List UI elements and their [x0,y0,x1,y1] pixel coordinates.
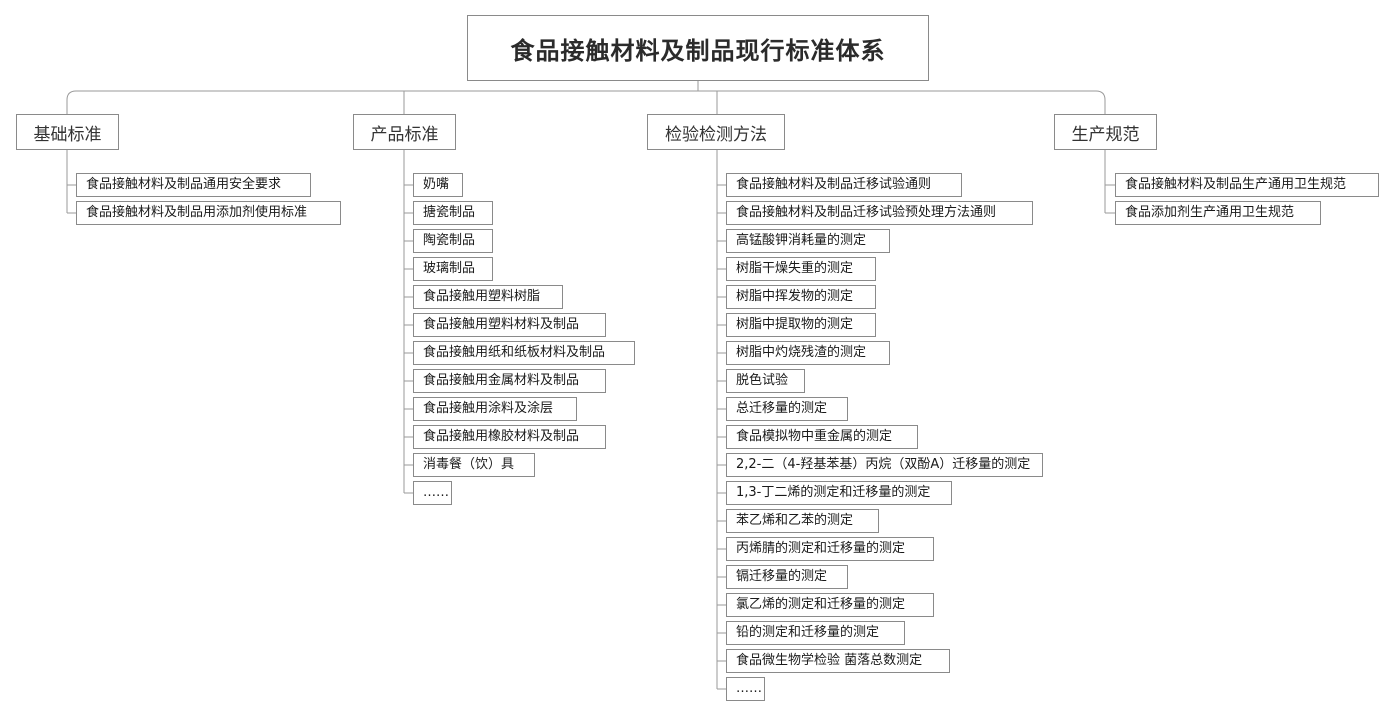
standard-item: 氯乙烯的测定和迁移量的测定 [726,593,934,617]
standard-item: 苯乙烯和乙苯的测定 [726,509,879,533]
standard-item: 食品模拟物中重金属的测定 [726,425,918,449]
category-production-specs: 生产规范 [1054,114,1157,150]
connector-line [66,90,1106,114]
standard-item: 树脂中提取物的测定 [726,313,876,337]
standard-item: 食品接触用橡胶材料及制品 [413,425,606,449]
standard-item: 消毒餐（饮）具 [413,453,535,477]
standard-item: 食品接触材料及制品用添加剂使用标准 [76,201,341,225]
standard-item: 食品接触材料及制品生产通用卫生规范 [1115,173,1379,197]
standard-item: 树脂干燥失重的测定 [726,257,876,281]
standard-item: 2,2-二（4-羟基苯基）丙烷（双酚A）迁移量的测定 [726,453,1043,477]
standard-item: 食品接触用涂料及涂层 [413,397,577,421]
standard-item: 脱色试验 [726,369,805,393]
standard-item: 丙烯腈的测定和迁移量的测定 [726,537,934,561]
standard-item: 搪瓷制品 [413,201,493,225]
standard-item: …… [413,481,452,505]
standard-item: 食品接触用金属材料及制品 [413,369,606,393]
standard-item: 树脂中灼烧残渣的测定 [726,341,890,365]
standard-item: 奶嘴 [413,173,463,197]
category-product-standards: 产品标准 [353,114,456,150]
standard-item: …… [726,677,765,701]
standard-item: 食品接触材料及制品迁移试验预处理方法通则 [726,201,1033,225]
standard-item: 食品接触材料及制品通用安全要求 [76,173,311,197]
standard-item: 食品微生物学检验 菌落总数测定 [726,649,950,673]
standard-item: 陶瓷制品 [413,229,493,253]
category-testing-methods: 检验检测方法 [647,114,785,150]
standard-item: 食品接触用塑料材料及制品 [413,313,606,337]
standard-item: 镉迁移量的测定 [726,565,848,589]
category-basic-standards: 基础标准 [16,114,119,150]
standard-item: 1,3-丁二烯的测定和迁移量的测定 [726,481,952,505]
standard-item: 玻璃制品 [413,257,493,281]
standard-item: 食品接触材料及制品迁移试验通则 [726,173,962,197]
standard-item: 树脂中挥发物的测定 [726,285,876,309]
standard-item: 食品接触用纸和纸板材料及制品 [413,341,635,365]
standard-item: 食品接触用塑料树脂 [413,285,563,309]
standard-item: 食品添加剂生产通用卫生规范 [1115,201,1321,225]
root-node: 食品接触材料及制品现行标准体系 [467,15,929,81]
standard-item: 高锰酸钾消耗量的测定 [726,229,890,253]
standard-item: 铅的测定和迁移量的测定 [726,621,905,645]
standard-item: 总迁移量的测定 [726,397,848,421]
